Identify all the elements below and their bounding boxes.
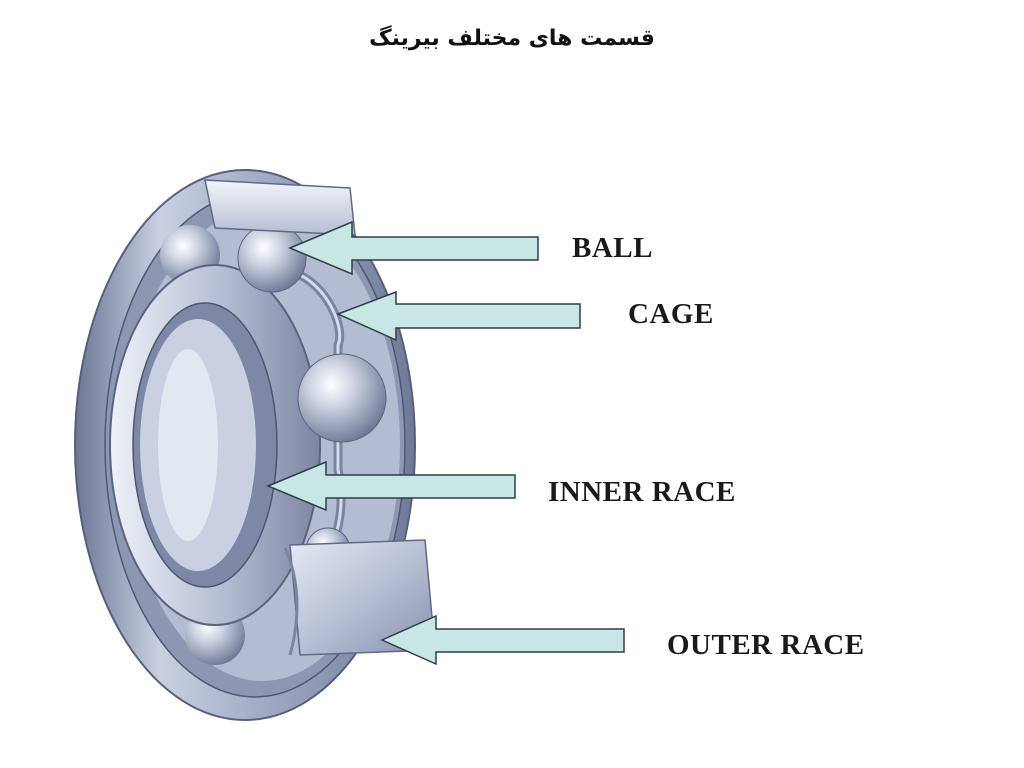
visible-balls — [237, 223, 387, 573]
arrow-inner-race — [266, 460, 516, 512]
label-inner-race: INNER RACE — [548, 476, 736, 508]
label-ball: BALL — [572, 232, 653, 264]
page-title: قسمت های مختلف بیرینگ — [369, 26, 655, 51]
arrow-outer-race — [380, 614, 625, 666]
arrow-cage — [336, 290, 581, 342]
label-cage: CAGE — [628, 298, 714, 330]
label-outer-race: OUTER RACE — [667, 629, 865, 661]
outer-race-cutaway-top — [204, 179, 356, 236]
arrow-ball — [288, 220, 539, 276]
inner-ring — [109, 264, 321, 626]
outer-race-cutaway-bottom — [283, 539, 436, 656]
